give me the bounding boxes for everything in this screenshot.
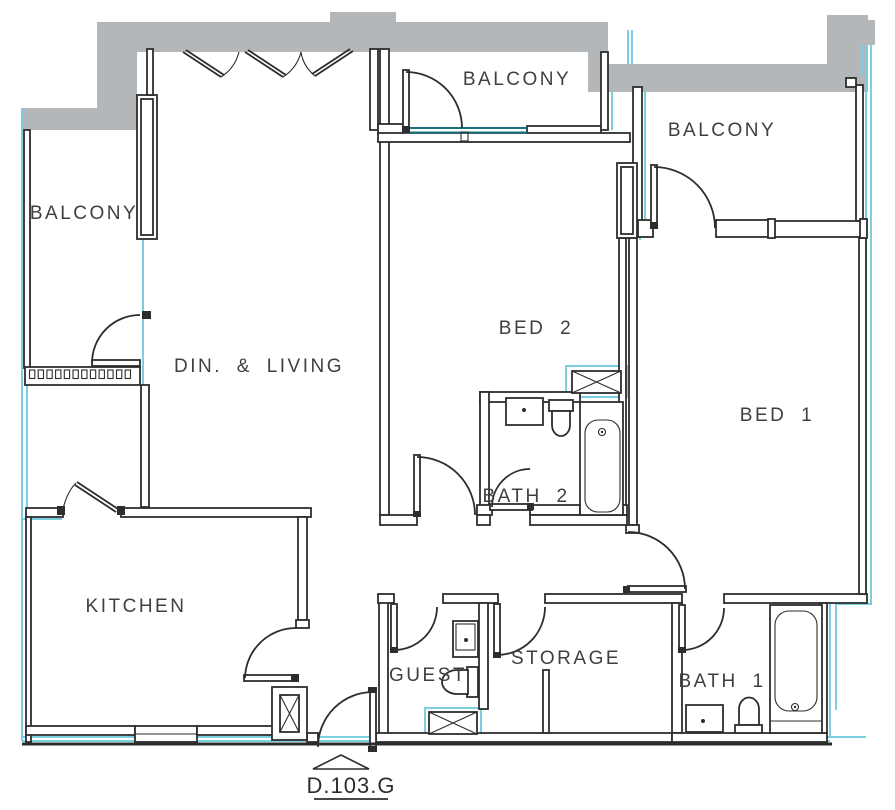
walls (23, 48, 868, 743)
room-label-bed2: BED 2 (499, 318, 573, 339)
bathtub-icon-bath2 (579, 401, 624, 516)
room-label-balcony-middle: BALCONY (463, 69, 571, 90)
door-entry (317, 687, 377, 752)
door-bath2 (489, 468, 534, 511)
toilet-icon-bath1 (734, 696, 763, 734)
north-triangle-icon (312, 754, 370, 770)
door-bed1 (623, 531, 687, 593)
room-label-bed1: BED 1 (740, 405, 814, 426)
sink-icon-bath1 (685, 704, 724, 733)
room-labels: BALCONY BALCONY BALCONY DIN. & LIVING BE… (30, 69, 814, 692)
balcony-glazed-sill (405, 127, 527, 142)
shaft-icon-guest (428, 711, 478, 735)
louver-hatch (28, 369, 132, 380)
room-label-dining-living: DIN. & LIVING (174, 356, 344, 377)
door-kitchen-service (57, 481, 125, 515)
gray-wall-fills (23, 12, 875, 130)
duct-shaft-icons (271, 370, 622, 741)
door-bath1 (678, 604, 725, 653)
toilet-icon-bath2 (548, 399, 574, 437)
room-label-kitchen: KITCHEN (86, 596, 187, 617)
door-storage (493, 603, 546, 658)
door-balcony-right (650, 164, 716, 229)
door-kitchen (243, 627, 299, 682)
room-label-storage: STORAGE (511, 648, 621, 669)
folding-door-icon (182, 48, 354, 78)
fixtures (441, 397, 823, 734)
room-label-bath2: BATH 2 (482, 486, 569, 507)
shaft-icon-bath2 (571, 370, 622, 394)
bathtub-icon-bath1 (769, 604, 823, 734)
unit-title-block: D.103.G (307, 754, 396, 800)
room-label-bath1: BATH 1 (678, 671, 765, 692)
sink-icon-bath2 (505, 397, 544, 426)
shaft-icon-kitchen (271, 686, 308, 741)
room-label-balcony-right: BALCONY (668, 120, 776, 141)
doors (57, 48, 725, 752)
door-guest (390, 603, 438, 653)
toilet-icon-guest (441, 666, 479, 698)
room-label-balcony-left: BALCONY (30, 203, 138, 224)
unit-label: D.103.G (307, 773, 396, 798)
sink-icon-guest (452, 620, 479, 658)
room-label-guest: GUEST (389, 665, 467, 686)
door-bed2 (413, 454, 476, 517)
door-balcony-left (91, 311, 151, 367)
door-balcony-middle (402, 69, 463, 133)
